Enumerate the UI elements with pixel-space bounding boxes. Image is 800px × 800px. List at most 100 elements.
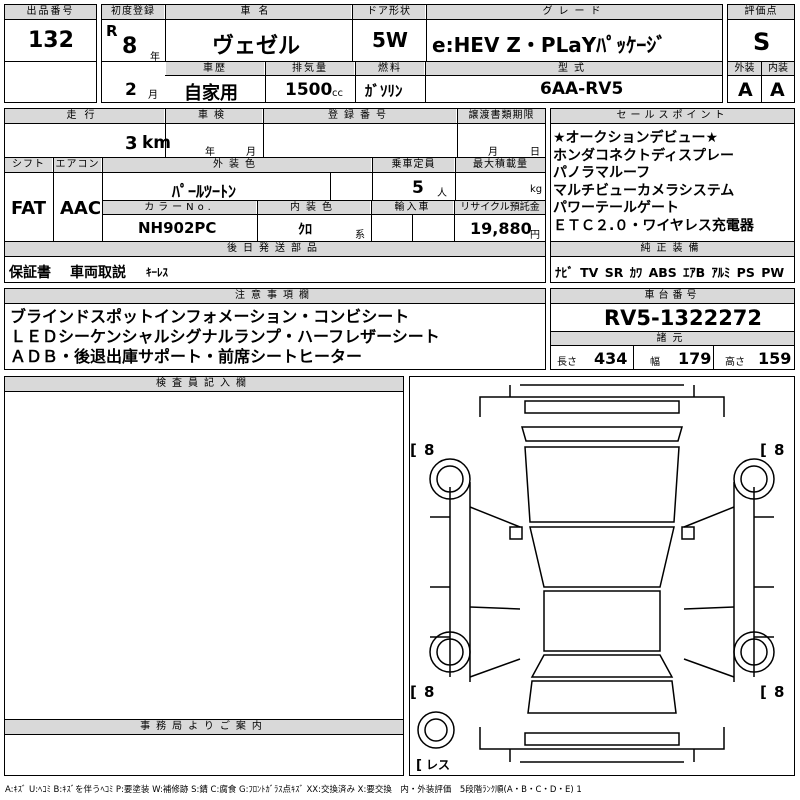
equipment-item: ｴｱB [683,265,706,280]
fuel-value: ｶﾞｿﾘﾝ [365,82,403,100]
exterior-color-value: ﾊﾟｰﾙﾂｰﾄﾝ [172,182,237,201]
color-no-label: カラーNo. [103,201,256,214]
capacity-unit: 人 [437,188,447,199]
sales-point-item: パノラマルーフ [553,165,651,181]
capacity-value: 5 [412,178,424,198]
first-reg-year-unit: 年 [150,52,160,63]
notes-box [4,288,546,370]
spare-tire-bracket: [ [416,758,422,773]
equipment-label: 純正装備 [551,242,794,256]
transfer-day-unit: 日 [530,147,540,158]
tire-rear-right: [ [760,683,767,701]
grade-value: e:HEV Z・PLaYﾊﾟｯｹｰｼﾞ [432,33,667,57]
main-info-box [101,4,723,103]
tire-front-left: [ [410,441,417,459]
first-reg-month-unit: 月 [148,90,158,101]
inspection-label: 車検 [166,109,262,123]
ext-score-value: A [738,79,753,101]
score-value: S [753,28,771,56]
inspection-year-unit: 年 [205,147,215,158]
car-diagram-box [409,376,795,776]
ext-score-label: 外装 [728,62,761,75]
tire-front-right: [ [760,441,767,459]
interior-color-value: ｸﾛ [298,222,312,238]
first-reg-era: R [106,22,118,40]
chassis-label: 車台番号 [551,289,794,303]
sales-points-list: ★オークションデビュー★ ホンダコネクトディスプレー パノラマルーフ マルチビュ… [553,130,754,235]
equipment-item: PS [736,265,755,280]
max-load-unit: kg [530,184,543,195]
dims-length-value: 434 [594,349,628,368]
lot-number: 132 [28,28,74,53]
color-no-value: NH902PC [138,219,217,237]
first-reg-year: 8 [122,34,138,59]
equipment-item: ｱﾙﾐ [711,265,731,280]
office-label: 事務局よりご案内 [5,720,403,734]
car-name-label: 車名 [166,5,351,19]
score-box [727,4,795,103]
history-label: 車歴 [166,62,264,75]
reg-no-label: 登録番号 [264,109,456,123]
dims-length-label: 長さ [557,357,577,368]
notes-label: 注意事項欄 [5,289,545,303]
import-label: 輸入車 [372,201,453,214]
ac-value: AAC [60,198,102,219]
dims-height-value: 159 [758,349,792,368]
later-item-keyless: ｷｰﾚｽ [146,266,168,279]
exterior-color-label: 外装色 [103,158,371,172]
displacement-unit: cc [332,88,343,99]
grade-label: グレード [427,5,722,19]
note-line: ブラインドスポットインフォメーション・コンビシート [10,307,410,326]
equipment-item: ﾅﾋﾞ [555,265,574,280]
equipment-list: ﾅﾋﾞ TV SR ｶﾜ ABS ｴｱB ｱﾙﾐ PS PW [555,262,784,281]
shift-value: FAT [11,198,47,219]
score-label: 評価点 [728,5,794,19]
note-line: ＡＤＢ・後退出庫サポート・前席シートヒーター [10,347,363,366]
dims-width-value: 179 [678,349,712,368]
shift-label: シフト [5,158,52,172]
tire-front-left-value: 8 [424,441,434,459]
mileage-value: 3 [125,133,138,154]
first-reg-month: 2 [125,80,137,100]
detail-box [4,108,546,283]
fuel-label: 燃料 [356,62,424,75]
displacement-value: 1500 [285,80,333,100]
tire-front-right-value: 8 [774,441,784,459]
later-items-label: 後日発送部品 [5,242,545,256]
ac-label: エアコン [54,158,101,172]
inspector-box [4,376,404,776]
tire-rear-right-value: 8 [774,683,784,701]
model-value: 6AA-RV5 [540,79,624,99]
tire-rear-left: [ [410,683,417,701]
capacity-label: 乗車定員 [373,158,454,172]
equipment-item: TV [580,265,599,280]
displacement-label: 排気量 [266,62,354,75]
sales-point-item: ★オークションデビュー★ [553,130,719,146]
sales-point-item: ＥＴＣ２.０・ワイヤレス充電器 [553,217,754,234]
door-label: ドア形状 [353,5,425,19]
dims-width-label: 幅 [650,357,660,368]
later-item-manual: 車両取説 [70,265,126,281]
model-label: 型式 [426,62,722,75]
spare-tire-value: レス [426,758,450,772]
dims-label: 諸元 [551,332,794,345]
interior-color-label: 内装色 [258,201,370,214]
equipment-item: SR [604,265,624,280]
equipment-item: PW [761,265,785,280]
recycle-label: リサイクル預託金 [455,201,545,214]
sales-point-item: マルチビューカメラシステム [553,182,735,199]
sales-points-label: セールスポイント [551,109,794,123]
notes-lines: ブラインドスポットインフォメーション・コンビシート ＬＥＤシーケンシャルシグナル… [10,307,440,367]
lot-label: 出品番号 [5,5,96,19]
door-value: 5W [372,28,408,52]
car-name-value: ヴェゼル [212,34,301,59]
later-item-warranty: 保証書 [9,265,51,281]
int-score-label: 内装 [762,62,794,75]
tire-rear-left-value: 8 [424,683,434,701]
mileage-unit: km [142,133,172,153]
chassis-value: RV5-1322272 [604,306,763,330]
equipment-item: ABS [648,265,677,280]
car-diagram: [ 8 [ 8 [ 8 [ 8 [ レス [410,384,784,773]
chassis-box [550,288,795,370]
recycle-unit: 円 [530,230,540,241]
